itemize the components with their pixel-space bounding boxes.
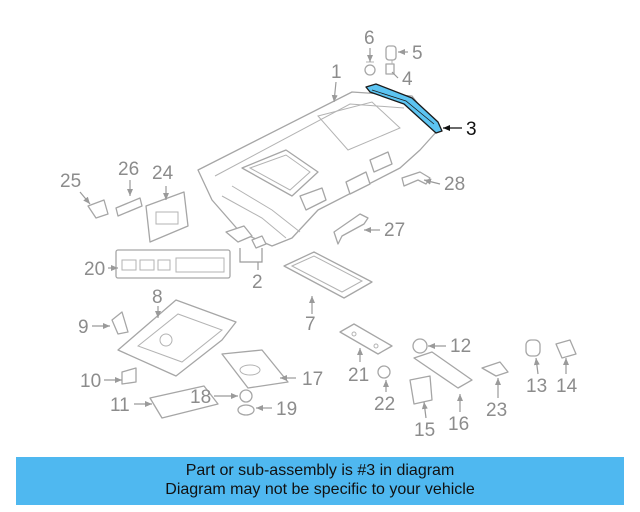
callout-12: 12 [450, 336, 471, 357]
bracket-part-2 [225, 225, 267, 249]
callout-3: 3 [466, 119, 477, 140]
callout-22: 22 [374, 394, 395, 415]
callout-17: 17 [302, 369, 323, 390]
callout-4: 4 [402, 69, 413, 90]
callout-8: 8 [152, 287, 163, 308]
callout-25: 25 [60, 171, 81, 192]
sun-visor-part-24 [145, 191, 189, 243]
trim-part-15 [409, 375, 433, 405]
cover-part-10 [121, 367, 137, 385]
trim-part-16 [413, 351, 473, 389]
switch-part-9 [111, 311, 129, 335]
callout-5: 5 [412, 43, 423, 64]
callout-15: 15 [414, 420, 435, 441]
clip-part-14 [555, 339, 577, 359]
callout-1: 1 [331, 62, 342, 83]
leader-lines [79, 48, 569, 419]
lamp-part-11 [149, 385, 219, 419]
callout-21: 21 [348, 365, 369, 386]
callout-11: 11 [110, 395, 130, 416]
visor-mount-part-25 [87, 199, 109, 219]
callout-18: 18 [190, 387, 211, 408]
lamp-part-12 [412, 338, 428, 354]
info-banner: Part or sub-assembly is #3 in diagram Di… [16, 457, 624, 505]
callout-27: 27 [384, 220, 405, 241]
plug-part-19 [237, 404, 255, 416]
callout-23: 23 [486, 400, 507, 421]
banner-line-2: Diagram may not be specific to your vehi… [165, 481, 475, 498]
callout-26: 26 [118, 159, 139, 180]
clip-part-6 [364, 61, 376, 76]
visor-clip-part-26 [115, 197, 143, 217]
clip-part-18 [239, 389, 253, 403]
pad-part-17 [221, 349, 289, 389]
callout-24: 24 [152, 163, 174, 184]
plug-part-22 [377, 365, 391, 379]
overhead-console-part-8 [117, 299, 237, 377]
bulb-part-13 [525, 339, 541, 357]
callout-7: 7 [305, 314, 316, 335]
callout-16: 16 [448, 414, 469, 435]
grab-handle-part-27 [333, 213, 369, 245]
grab-handle-part-28 [401, 171, 431, 187]
cover-part-23 [481, 361, 509, 377]
callout-19: 19 [276, 399, 297, 420]
overhead-panel-part-20 [115, 249, 231, 279]
parts-diagram: 1 2 3 4 5 6 7 8 9 10 11 12 13 14 15 16 1… [60, 28, 578, 441]
bracket-part-21 [339, 323, 393, 355]
callout-labels: 1 2 3 4 5 6 7 8 9 10 11 12 13 14 15 16 1… [60, 28, 578, 441]
callout-28: 28 [444, 174, 465, 195]
clip-part-5 [385, 45, 397, 61]
headliner-part [197, 91, 439, 247]
callout-2: 2 [252, 272, 263, 293]
banner-line-1: Part or sub-assembly is #3 in diagram [185, 462, 455, 479]
callout-13: 13 [526, 376, 547, 397]
callout-20: 20 [84, 259, 105, 280]
highlighted-roof-strip-part [365, 83, 443, 134]
callout-10: 10 [80, 371, 101, 392]
sunroof-frame-part-7 [283, 251, 373, 299]
callout-14: 14 [556, 376, 578, 397]
callout-9: 9 [78, 317, 89, 338]
callout-6: 6 [364, 28, 375, 49]
